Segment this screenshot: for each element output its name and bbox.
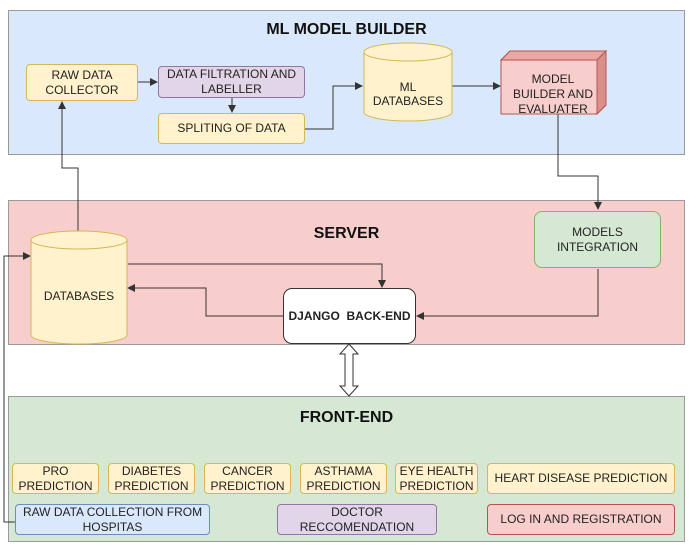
data-filtration-label: DATA FILTRATION AND LABELLER xyxy=(166,67,297,96)
diabetes-prediction-label: DIABETES PREDICTION xyxy=(114,463,189,493)
ml-model-builder-title: ML MODEL BUILDER xyxy=(266,21,427,38)
arrow-hospitals-to-databases xyxy=(3,252,31,523)
django-back-end-box: DJANGO BACK-END xyxy=(283,288,416,344)
doctor-recommendation-box: DOCTOR RECCOMENDATION xyxy=(277,504,437,535)
model-builder-label: MODEL BUILDER AND EVALUATER xyxy=(512,72,594,116)
heart-disease-prediction-label: HEART DISEASE PREDICTION xyxy=(494,471,668,485)
ml-databases-label: ML DATABASES xyxy=(372,80,444,108)
arrow-spliting-to-mldb xyxy=(305,82,363,130)
arrow-databases-to-django xyxy=(128,263,386,288)
log-in-registration-label: LOG IN AND REGISTRATION xyxy=(500,512,662,526)
arrow-django-to-databases xyxy=(127,284,283,317)
arrow-modelbuilder-to-integration xyxy=(557,114,602,210)
server-title: SERVER xyxy=(313,225,380,242)
log-in-registration-box: LOG IN AND REGISTRATION xyxy=(487,504,675,535)
asthama-prediction-label: ASTHAMA PREDICTION xyxy=(306,463,381,493)
databases-label: DATABASES xyxy=(43,289,115,303)
raw-data-collector-box: RAW DATA COLLECTOR xyxy=(26,64,138,101)
eye-health-prediction-label: EYE HEALTH PREDICTION xyxy=(399,463,474,493)
data-filtration-box: DATA FILTRATION AND LABELLER xyxy=(158,66,305,98)
front-end-title: FRONT-END xyxy=(299,409,394,426)
eye-health-prediction-box: EYE HEALTH PREDICTION xyxy=(395,463,478,494)
raw-data-collection-label: RAW DATA COLLECTION FROM HOSPITAS xyxy=(22,504,203,534)
heart-disease-prediction-box: HEART DISEASE PREDICTION xyxy=(487,463,675,494)
pro-prediction-label: PRO PREDICTION xyxy=(18,463,93,493)
models-integration-box: MODELS INTEGRATION xyxy=(534,211,661,268)
raw-data-collector-label: RAW DATA COLLECTOR xyxy=(45,67,119,97)
asthama-prediction-box: ASTHAMA PREDICTION xyxy=(300,463,387,494)
double-arrow-server-frontend xyxy=(338,343,360,397)
django-back-end-label: DJANGO BACK-END xyxy=(288,308,411,323)
spliting-of-data-box: SPLITING OF DATA xyxy=(158,113,305,144)
spliting-of-data-label: SPLITING OF DATA xyxy=(177,121,286,135)
doctor-recommendation-label: DOCTOR RECCOMENDATION xyxy=(299,504,415,534)
arrow-integration-to-django xyxy=(416,269,599,320)
models-integration-label: MODELS INTEGRATION xyxy=(556,224,639,254)
diabetes-prediction-box: DIABETES PREDICTION xyxy=(108,463,195,494)
cancer-prediction-box: CANCER PREDICTION xyxy=(204,463,291,494)
cancer-prediction-label: CANCER PREDICTION xyxy=(210,463,285,493)
raw-data-collection-box: RAW DATA COLLECTION FROM HOSPITAS xyxy=(15,504,210,535)
pro-prediction-box: PRO PREDICTION xyxy=(12,463,99,494)
arrow-databases-to-collector xyxy=(58,101,79,236)
